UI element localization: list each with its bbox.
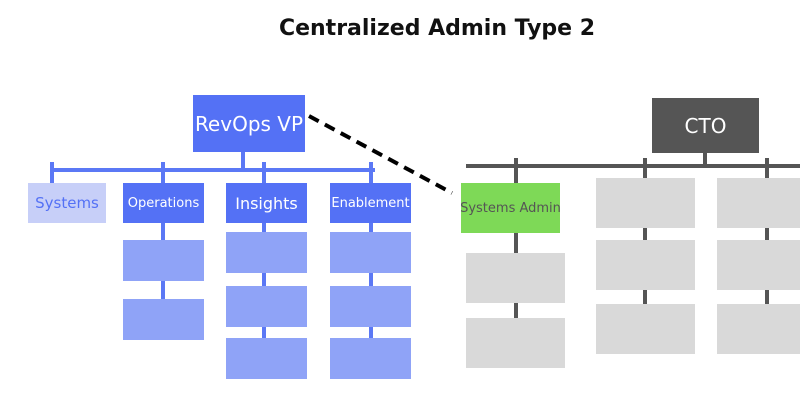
enablement-label: Enablement: [331, 195, 410, 211]
cto-gray-box: [717, 304, 800, 354]
systems-box: Systems: [28, 183, 106, 223]
operations-box: Operations: [123, 183, 204, 223]
operations-sub-box: [123, 240, 204, 281]
revops-vp-box: RevOps VP: [193, 95, 305, 152]
revops-vp-label: RevOps VP: [194, 111, 304, 136]
cto-box: CTO: [652, 98, 759, 153]
insights-sub-box: [226, 286, 307, 327]
dashed-link: [308, 114, 453, 195]
systems-admin-box: Systems Admin: [460, 183, 561, 233]
enablement-sub-box: [330, 286, 411, 327]
insights-box: Insights: [226, 183, 307, 223]
cto-gray-box: [717, 178, 800, 228]
operations-sub-box: [123, 299, 204, 340]
insights-sub-box: [226, 338, 307, 379]
systems-admin-label: Systems Admin: [460, 200, 561, 216]
enablement-box: Enablement: [330, 183, 411, 223]
insights-sub-box: [226, 232, 307, 273]
enablement-sub-box: [330, 232, 411, 273]
cto-gray-box: [717, 240, 800, 290]
enablement-sub-box: [330, 338, 411, 379]
diagram-title: Centralized Admin Type 2: [278, 16, 596, 41]
insights-label: Insights: [235, 193, 298, 213]
cto-label: CTO: [684, 113, 727, 138]
operations-label: Operations: [127, 195, 200, 211]
cto-gray-box: [596, 178, 695, 228]
cto-gray-box: [596, 304, 695, 354]
systems-label: Systems: [35, 194, 99, 212]
systems-admin-sub-box: [466, 253, 565, 303]
cto-gray-box: [596, 240, 695, 290]
systems-admin-sub-box: [466, 318, 565, 368]
